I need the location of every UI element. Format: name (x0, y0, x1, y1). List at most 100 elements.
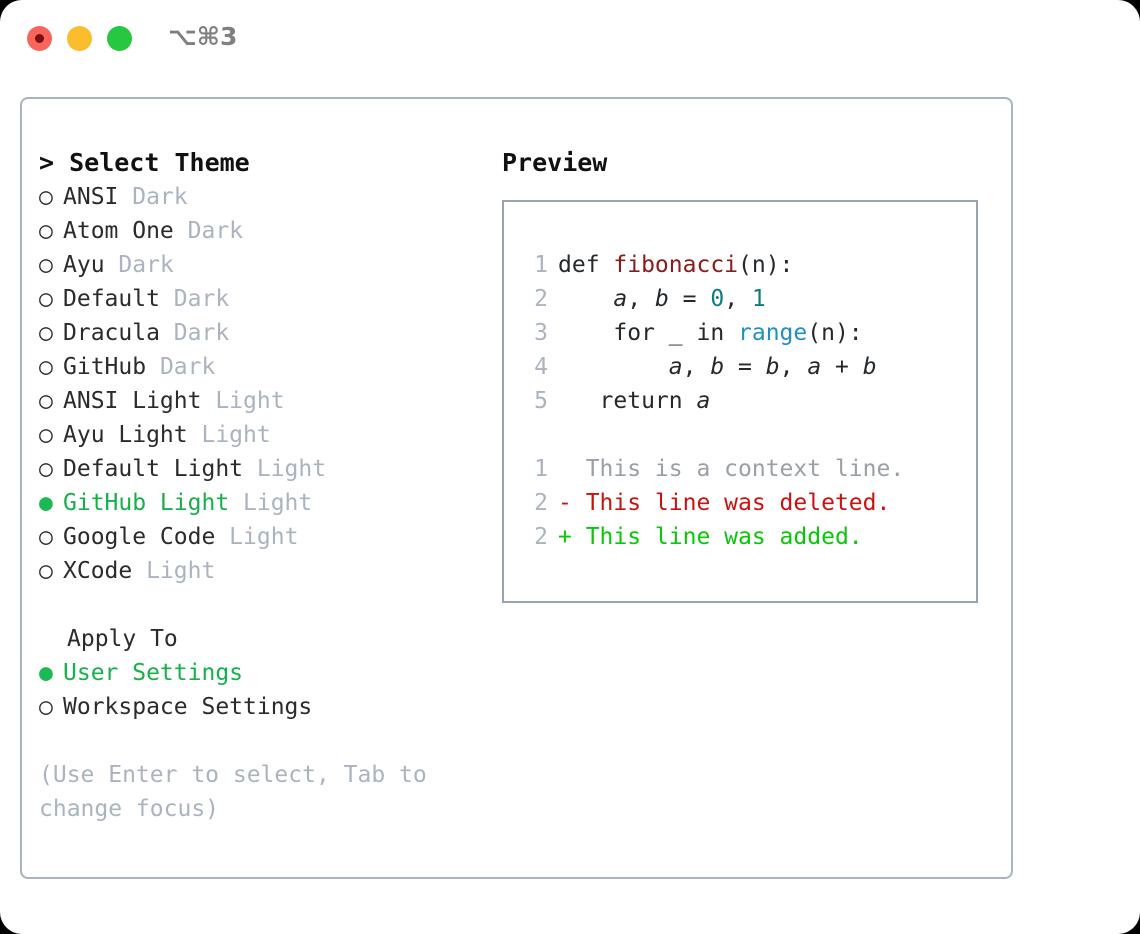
keyboard-shortcut-label: ⌥⌘3 (168, 22, 238, 51)
radio-unselected-icon: ○ (39, 252, 53, 278)
code-line: 4 a, b = b, a + b (522, 350, 976, 384)
theme-variant-tag: Light (229, 490, 313, 516)
code-token (558, 286, 613, 312)
radio-unselected-icon: ○ (39, 184, 53, 210)
radio-unselected-icon: ○ (39, 218, 53, 244)
theme-list-item[interactable]: ● GitHub Light Light (39, 486, 489, 520)
theme-name: GitHub Light (63, 490, 230, 516)
code-token: a (668, 354, 683, 380)
theme-list-item[interactable]: ○Google Code Light (39, 520, 489, 554)
radio-selected-icon: ● (39, 490, 53, 516)
radio-unselected-icon: ○ (39, 456, 53, 482)
theme-name: Ayu Light (63, 422, 188, 448)
apply-to-option[interactable]: ●User Settings (39, 656, 489, 690)
apply-to-label: User Settings (63, 660, 244, 686)
theme-list-item[interactable]: ○ ANSI Dark (39, 180, 489, 214)
theme-list[interactable]: ○ ANSI Dark ○ Atom One Dark ○ Ayu Dark ○ Defaul… (39, 180, 489, 588)
code-token: b (862, 354, 877, 380)
apply-to-label: Workspace Settings (63, 694, 313, 720)
code-token: 0 (710, 286, 725, 312)
theme-variant-tag: Dark (118, 184, 188, 210)
apply-to-option[interactable]: ○ Workspace Settings (39, 690, 489, 724)
diff-line: 1 This is a context line. (522, 452, 976, 486)
radio-unselected-icon: ○ (39, 422, 53, 448)
code-token: a (696, 388, 711, 414)
diff-text: + This line was added. (558, 524, 863, 550)
maximize-window-button[interactable] (107, 26, 132, 51)
theme-variant-tag: Dark (104, 252, 174, 278)
code-token: for _ in (558, 320, 739, 346)
radio-unselected-icon: ○ (39, 320, 53, 346)
radio-unselected-icon: ○ (39, 286, 53, 312)
title-bar: ⌥⌘3 (0, 0, 1140, 78)
code-line: 2 a, b = 0, 1 (522, 282, 976, 316)
theme-name: Atom One (63, 218, 174, 244)
theme-name: Ayu (63, 252, 105, 278)
theme-list-item[interactable]: ○ GitHub Dark (39, 350, 489, 384)
code-token: , (682, 354, 711, 380)
apply-to-options[interactable]: ●User Settings ○ Workspace Settings (39, 656, 489, 724)
radio-unselected-icon: ○ (39, 558, 53, 584)
code-token: (n): (738, 252, 794, 278)
radio-unselected-icon: ○ (39, 354, 53, 380)
theme-name: ANSI (63, 184, 119, 210)
theme-variant-tag: Dark (159, 286, 230, 312)
line-number: 1 (534, 252, 548, 278)
theme-name: GitHub (63, 354, 147, 380)
section-spacer (39, 588, 489, 622)
radio-unselected-icon: ○ (39, 524, 53, 550)
code-token: def (558, 252, 614, 278)
line-number: 2 (534, 490, 548, 516)
theme-list-item[interactable]: ○ Default Dark (39, 282, 489, 316)
theme-list-item[interactable]: ○ Ayu Dark (39, 248, 489, 282)
code-token: = (668, 286, 711, 312)
theme-name: Default (63, 286, 160, 312)
theme-picker-panel: > Select Theme ○ANSI Dark○Atom One Dark○… (20, 97, 1013, 879)
code-token: b (765, 354, 780, 380)
theme-name: Google Code (63, 524, 216, 550)
theme-variant-tag: Dark (146, 354, 216, 380)
radio-unselected-icon: ○ (39, 694, 53, 720)
diff-text: This is a context line. (558, 456, 905, 482)
theme-list-item[interactable]: ○ANSI Light Light (39, 384, 489, 418)
theme-name: Default Light (63, 456, 244, 482)
theme-list-item[interactable]: ○Default Light Light (39, 452, 489, 486)
line-number: 2 (534, 524, 548, 550)
code-diff-spacer (522, 418, 976, 452)
code-token: b (710, 354, 725, 380)
theme-list-item[interactable]: ○ Atom One Dark (39, 214, 489, 248)
diff-text: - This line was deleted. (558, 490, 891, 516)
theme-list-item[interactable]: ○XCode Light (39, 554, 489, 588)
theme-variant-tag: Dark (159, 320, 230, 346)
line-number: 5 (534, 388, 548, 414)
radio-unselected-icon: ○ (39, 388, 53, 414)
theme-variant-tag: Light (187, 422, 271, 448)
theme-list-item[interactable]: ○Dracula Dark (39, 316, 489, 350)
theme-variant-tag: Dark (173, 218, 244, 244)
apply-to-heading: Apply To (67, 626, 178, 652)
code-token (558, 354, 669, 380)
code-token: = (724, 354, 766, 380)
code-token: b (654, 286, 669, 312)
traffic-light-buttons (27, 26, 132, 51)
theme-selection-column: > Select Theme ○ANSI Dark○Atom One Dark○… (39, 146, 489, 826)
code-token: (n): (807, 320, 863, 346)
code-line: 3 for _ in range(n): (522, 316, 976, 350)
diff-sample: 1 This is a context line. 2 - This line wa… (522, 452, 976, 554)
code-token: return (558, 388, 697, 414)
code-token: range (738, 320, 808, 346)
code-line: 5 return a (522, 384, 976, 418)
theme-list-item[interactable]: ○ Ayu Light Light (39, 418, 489, 452)
minimize-window-button[interactable] (67, 26, 92, 51)
diff-line: 2 - This line was deleted. (522, 486, 976, 520)
theme-variant-tag: Light (201, 388, 285, 414)
diff-line: 2 + This line was added. (522, 520, 976, 554)
theme-variant-tag: Light (132, 558, 216, 584)
line-number: 3 (534, 320, 548, 346)
close-window-button[interactable] (27, 26, 52, 51)
line-number: 1 (534, 456, 548, 482)
